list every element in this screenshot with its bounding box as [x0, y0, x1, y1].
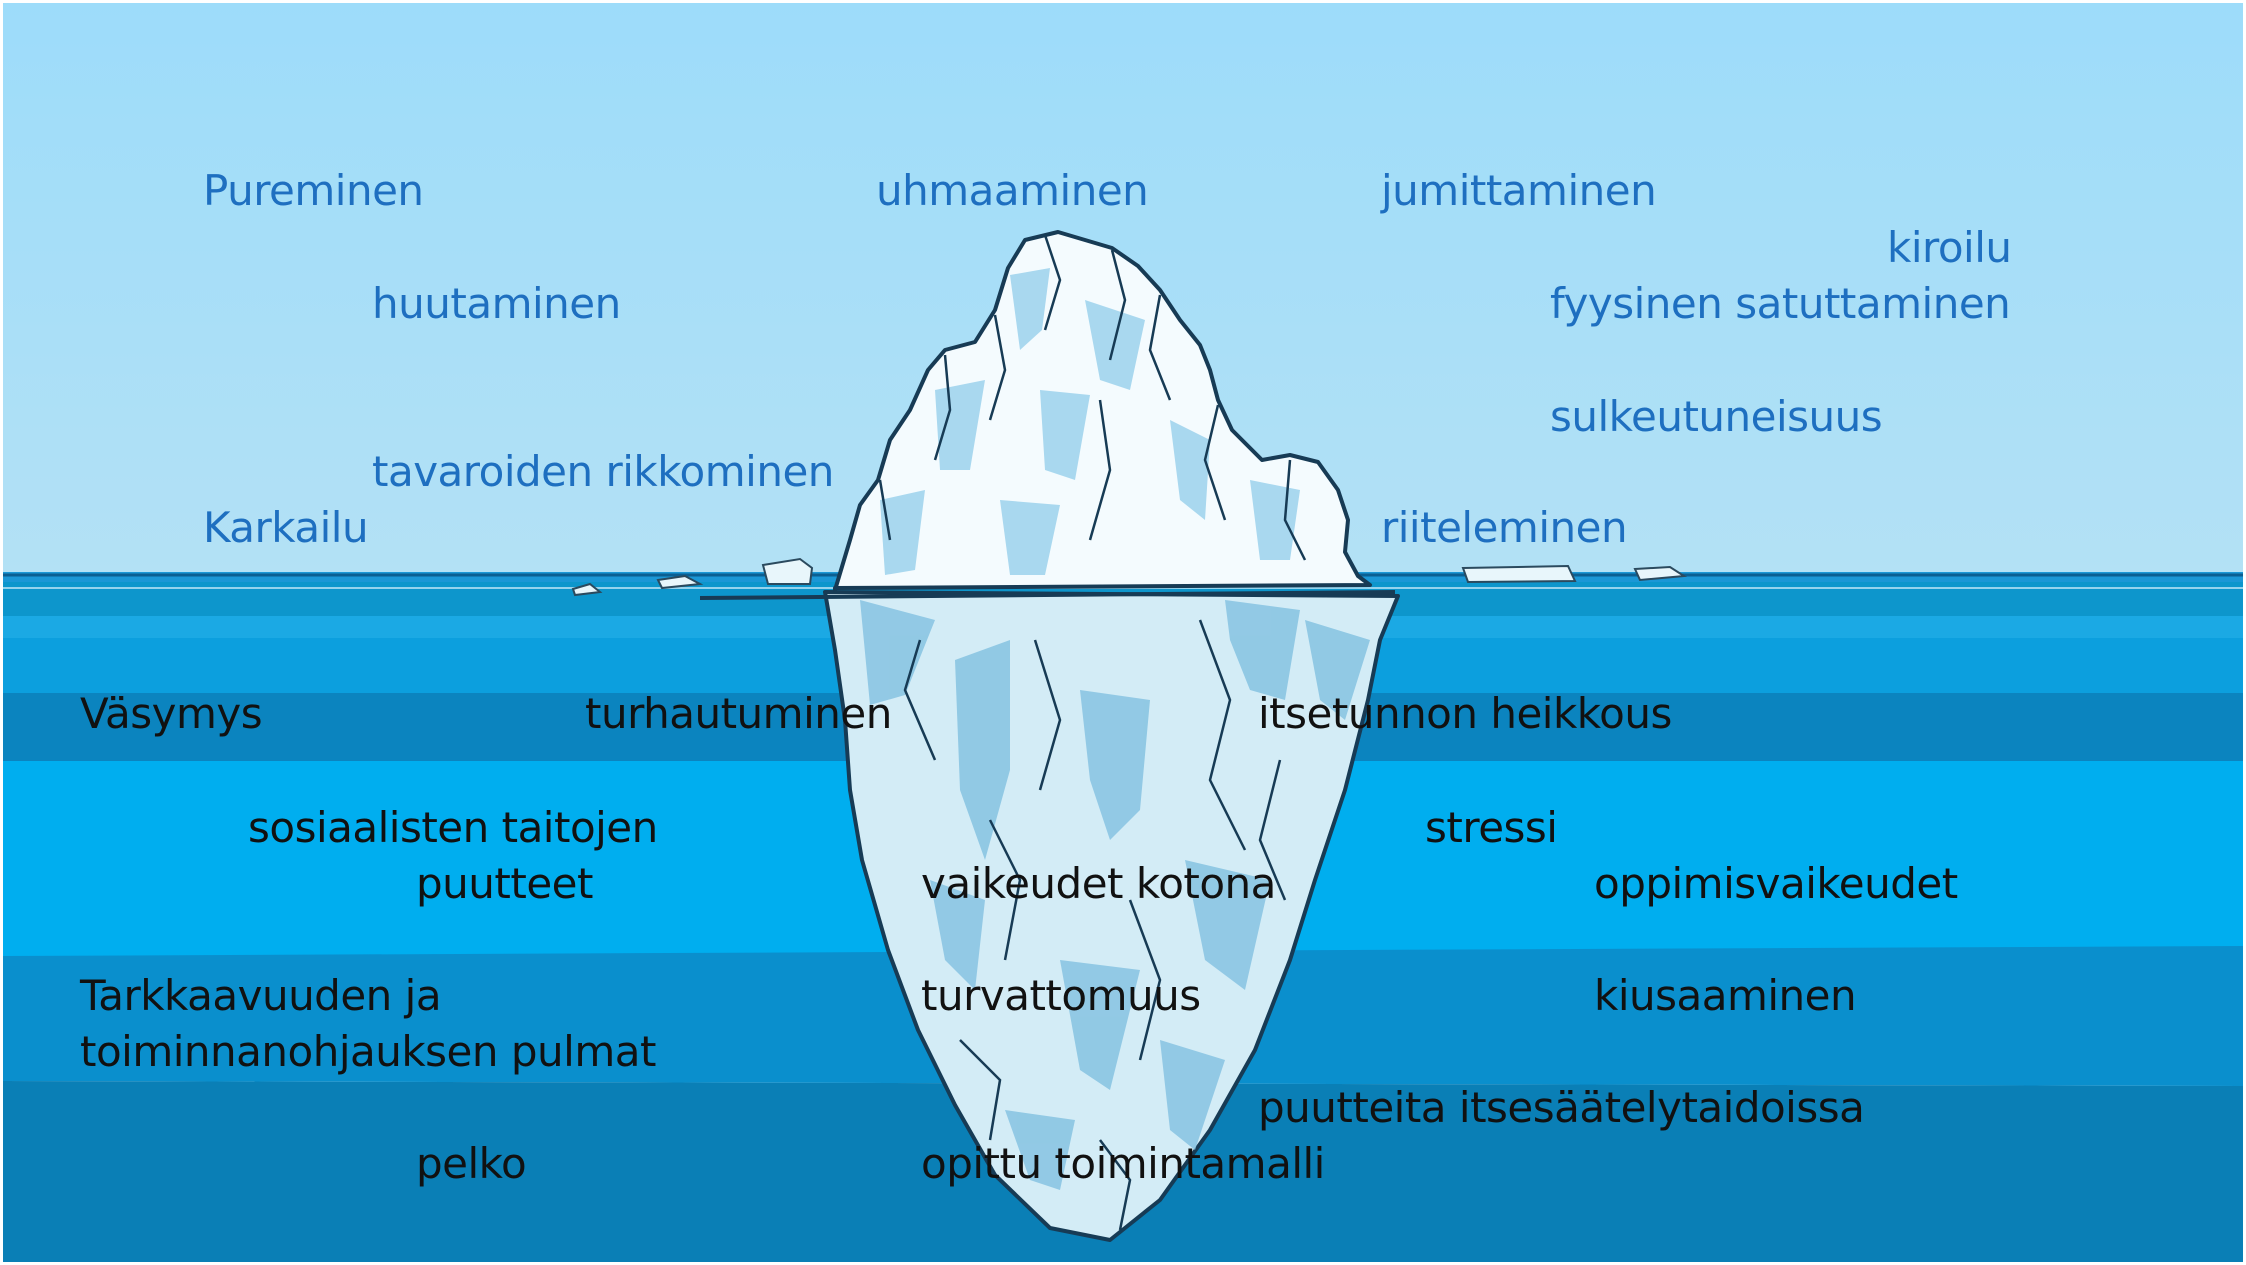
label-fyysinen-satuttaminen: fyysinen satuttaminen [1550, 276, 2010, 332]
label-sulkeutuneisuus: sulkeutuneisuus [1550, 389, 1882, 445]
label-oppimisvaikeudet: oppimisvaikeudet [1594, 856, 1958, 912]
label-tarkkaavuuden-ja: Tarkkaavuuden ja [80, 968, 441, 1024]
label-kiroilu: kiroilu [1887, 220, 2012, 276]
label-uhmaaminen: uhmaaminen [876, 163, 1148, 219]
label-kiusaaminen: kiusaaminen [1594, 968, 1856, 1024]
label-turhautuminen: turhautuminen [585, 686, 892, 742]
label-puutteita-itsesaatelytaidoissa: puutteita itsesäätelytaidoissa [1258, 1080, 1864, 1136]
label-itsetunnon-heikkous: itsetunnon heikkous [1258, 686, 1672, 742]
label-vasymys: Väsymys [80, 686, 262, 742]
label-pureminen: Pureminen [203, 163, 424, 219]
label-tavaroiden-rikkominen: tavaroiden rikkominen [372, 444, 834, 500]
label-puutteet: puutteet [416, 856, 593, 912]
label-pelko: pelko [416, 1136, 526, 1192]
label-opittu-toimintamalli: opittu toimintamalli [921, 1136, 1325, 1192]
label-karkailu: Karkailu [203, 500, 368, 556]
label-vaikeudet-kotona: vaikeudet kotona [921, 856, 1276, 912]
label-jumittaminen: jumittaminen [1381, 163, 1656, 219]
label-sosiaalisten-taitojen: sosiaalisten taitojen [248, 800, 658, 856]
label-stressi: stressi [1425, 800, 1557, 856]
label-huutaminen: huutaminen [372, 276, 621, 332]
label-riiteleminen: riiteleminen [1381, 500, 1627, 556]
label-turvattomuus: turvattomuus [921, 968, 1201, 1024]
label-toiminnanohjauksen-pulmat: toiminnanohjauksen pulmat [80, 1024, 656, 1080]
